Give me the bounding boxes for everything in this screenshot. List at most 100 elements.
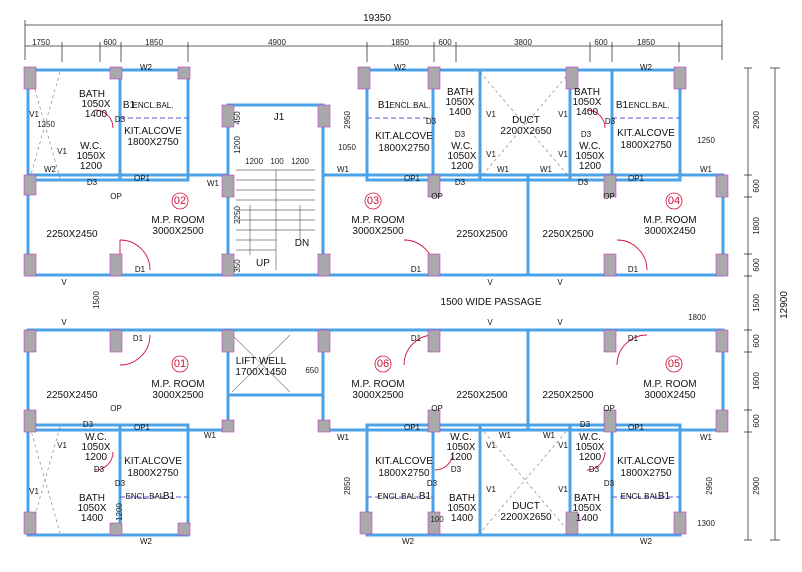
lift-well-label: LIFT WELL (235, 356, 287, 367)
tag-w1-5: W1 (700, 165, 712, 174)
room-2250x2450-a: 2250X2450 (46, 229, 98, 240)
dim-misc-2950-bottom: 2950 (705, 477, 714, 495)
encl-bal-05: ENCL.BAL. (620, 492, 662, 501)
encl-bal-06: ENCL.BAL. (377, 492, 419, 501)
kit-size-02: 1800X2750 (127, 137, 179, 148)
dim-top-6: 600 (438, 38, 452, 47)
staircase (236, 169, 315, 270)
wc-size-05: 1050X 1200 (575, 442, 605, 463)
tag-d3-3: D3 (425, 117, 437, 126)
tag-d3-2: D3 (86, 178, 98, 187)
room-06-size: 3000X2500 (352, 390, 404, 401)
stair-dn-label: DN (294, 238, 310, 249)
tag-d1-4: D1 (132, 334, 144, 343)
dim-right-9: 2900 (752, 477, 761, 495)
dim-misc-1050: 1050 (338, 143, 356, 152)
dim-right-6: 600 (752, 334, 761, 348)
tag-op-6: OP (603, 404, 615, 413)
tag-op-4: OP (110, 404, 122, 413)
b1-04: B1 (615, 100, 629, 111)
bath-size-03: 1050X 1400 (445, 97, 475, 118)
flat-markers (171, 192, 683, 373)
tag-op1-4: OP1 (133, 423, 151, 432)
lift-well-cross (231, 334, 291, 393)
dim-bottom-100: 100 (430, 515, 444, 524)
tag-d3-1: D3 (114, 115, 126, 124)
room-01-title: M.P. ROOM (151, 379, 205, 390)
tag-d1-2: D1 (410, 265, 422, 274)
tag-v1-left-4: V1 (29, 487, 39, 496)
bath-size-01: 1050X 1400 (77, 503, 107, 524)
kit-alcove-02: KIT.ALCOVE (124, 126, 182, 137)
dim-misc-2950-top: 2950 (343, 111, 352, 129)
dim-bottom-1200: 1200 (115, 503, 124, 521)
wc-04: W.C. (579, 141, 601, 152)
room-01-size: 3000X2500 (152, 390, 204, 401)
room-05-size: 3000X2450 (644, 390, 696, 401)
balcony-lines (120, 117, 680, 498)
kit-alcove-01: KIT.ALCOVE (124, 456, 182, 467)
wc-02: W.C. (80, 141, 102, 152)
room-05-title: M.P. ROOM (643, 379, 697, 390)
flat-marker-03: 03 (366, 195, 380, 207)
duct-top-size: 2200X2650 (500, 126, 552, 137)
tag-w2-top-3: W2 (640, 63, 652, 72)
duct-bottom-size: 2200X2650 (500, 512, 552, 523)
tag-op1-2: OP1 (403, 174, 421, 183)
passage-label: 1500 WIDE PASSAGE (440, 297, 542, 308)
dim-misc-650: 650 (305, 366, 319, 375)
flat-marker-05: 05 (667, 358, 681, 370)
tag-op1-3: OP1 (627, 174, 645, 183)
room-2250x2500-b: 2250X2500 (542, 229, 594, 240)
room-06-title: M.P. ROOM (351, 379, 405, 390)
tag-v-2: V (487, 278, 493, 287)
dim-right-2: 600 (752, 179, 761, 193)
bath-size-06: 1050X 1400 (447, 503, 477, 524)
dim-stair-350: 350 (233, 259, 242, 273)
room-2250x2500-d: 2250X2500 (542, 390, 594, 401)
dim-stair-1200-b: 1200 (291, 157, 309, 166)
tag-w1-3: W1 (497, 165, 509, 174)
dim-top-3: 1850 (145, 38, 163, 47)
kit-size-06: 1800X2750 (378, 468, 430, 479)
dim-top-4: 4900 (268, 38, 286, 47)
tag-op-5: OP (431, 404, 443, 413)
dim-top-7: 3800 (514, 38, 532, 47)
j1-label: J1 (273, 112, 285, 123)
tag-v1-right-3: V1 (558, 441, 568, 450)
tag-d3-15: D3 (588, 465, 600, 474)
dim-misc-1300: 1300 (697, 519, 715, 528)
tag-d3-13: D3 (426, 479, 438, 488)
tag-w1-4: W1 (540, 165, 552, 174)
room-2250x2500-c: 2250X2500 (456, 390, 508, 401)
wc-06: W.C. (450, 432, 472, 443)
tag-v1-left-1: V1 (29, 110, 39, 119)
dim-misc-2850: 2850 (343, 477, 352, 495)
flat-marker-06: 06 (376, 358, 390, 370)
wc-01: W.C. (85, 432, 107, 443)
tag-op1-6: OP1 (627, 423, 645, 432)
dim-top-8: 600 (594, 38, 608, 47)
dim-stair-1200-a: 1200 (245, 157, 263, 166)
duct-hatch (29, 71, 571, 534)
b1-02: B1 (122, 100, 136, 111)
dim-misc-1250-left: 1250 (37, 120, 55, 129)
room-04-title: M.P. ROOM (643, 215, 697, 226)
tag-v1-mid-4: V1 (486, 485, 496, 494)
tag-d1-3: D1 (627, 265, 639, 274)
overall-depth-dim: 12900 (779, 291, 790, 319)
tag-d3-10: D3 (93, 465, 105, 474)
tag-op1-5: OP1 (403, 423, 421, 432)
wc-size-02: 1050X 1200 (76, 151, 106, 172)
flat-marker-04: 04 (667, 195, 681, 207)
bath-size-02: 1050X 1400 (81, 99, 111, 120)
dim-stair-2250: 2250 (233, 206, 242, 224)
wc-size-06: 1050X 1200 (446, 442, 476, 463)
tag-d3-12: D3 (450, 465, 462, 474)
tag-v1-mid-1: V1 (486, 110, 496, 119)
room-03-size: 3000X2500 (352, 226, 404, 237)
b1-03: B1 (377, 100, 391, 111)
b1-01: B1 (162, 491, 176, 502)
wc-size-01: 1050X 1200 (81, 442, 111, 463)
tag-w2-top-2: W2 (394, 63, 406, 72)
